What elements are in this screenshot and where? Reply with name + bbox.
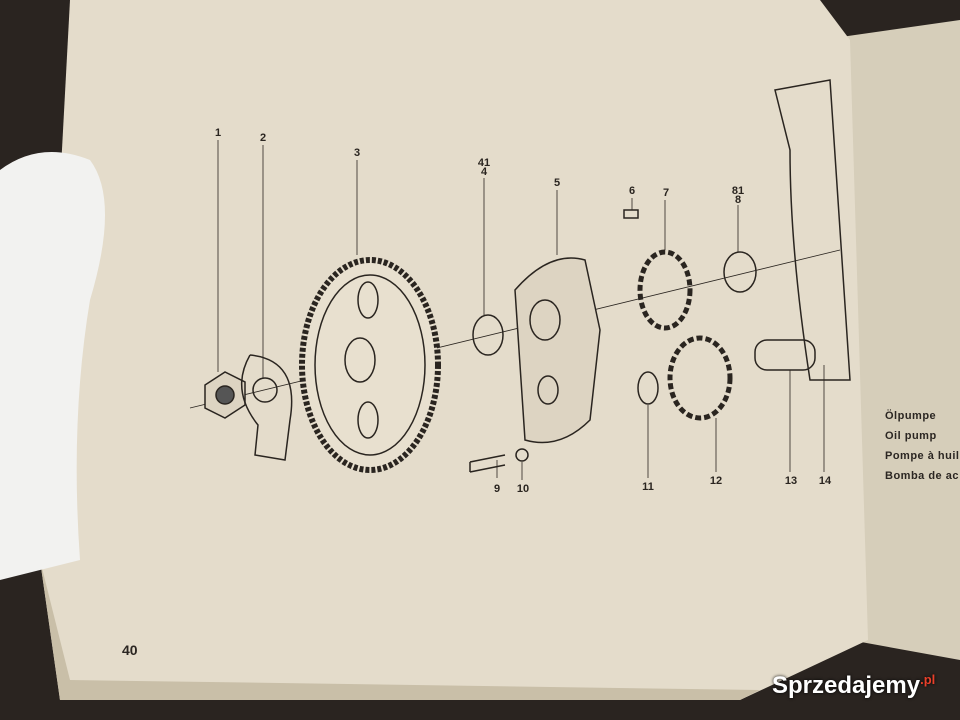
- part-label: 9: [493, 483, 501, 495]
- caption-french: Pompe à huil: [885, 450, 960, 462]
- bolt-9: [469, 454, 506, 473]
- gear-12: [667, 335, 733, 421]
- part-label: 10: [516, 483, 530, 495]
- part-label: 2: [259, 132, 267, 144]
- watermark-suffix: .pl: [920, 672, 936, 687]
- part-label: 11: [642, 481, 654, 493]
- caption-english: Oil pump: [885, 430, 937, 442]
- bushing-8: [723, 251, 757, 293]
- page-number: 40: [122, 642, 138, 658]
- engine-block: [774, 79, 851, 381]
- caption-german: Ölpumpe: [885, 410, 937, 422]
- shaft-13: [754, 339, 816, 371]
- left-page: [40, 0, 868, 700]
- key-6: [623, 209, 639, 219]
- bushing-4: [472, 314, 504, 356]
- part-label: 13: [784, 475, 798, 487]
- part-label: 5: [553, 177, 561, 189]
- part-label: 7: [662, 187, 670, 199]
- lock-washer: [240, 354, 293, 461]
- watermark-logo: Sprzedajemy.pl: [772, 672, 935, 700]
- part-label: 4: [480, 166, 488, 178]
- caption-spanish: Bomba de ac: [885, 470, 959, 482]
- part-label: 41: [477, 157, 491, 169]
- part-label: 81: [731, 185, 745, 197]
- gear-7: [637, 249, 693, 331]
- exploded-diagram: [189, 79, 851, 480]
- part-label: 12: [709, 475, 723, 487]
- circlip-11: [637, 371, 659, 405]
- part-label: 8: [734, 194, 742, 206]
- washer-10: [515, 448, 529, 462]
- pump-housing-5: [514, 257, 601, 444]
- part-label: 1: [214, 127, 222, 139]
- part-label: 3: [353, 147, 361, 159]
- gear-3: [299, 257, 441, 473]
- part-label: 14: [818, 475, 832, 487]
- watermark-text: Sprzedajemy: [772, 672, 921, 699]
- gloved-hand: [0, 152, 105, 580]
- part-label: 6: [628, 185, 636, 197]
